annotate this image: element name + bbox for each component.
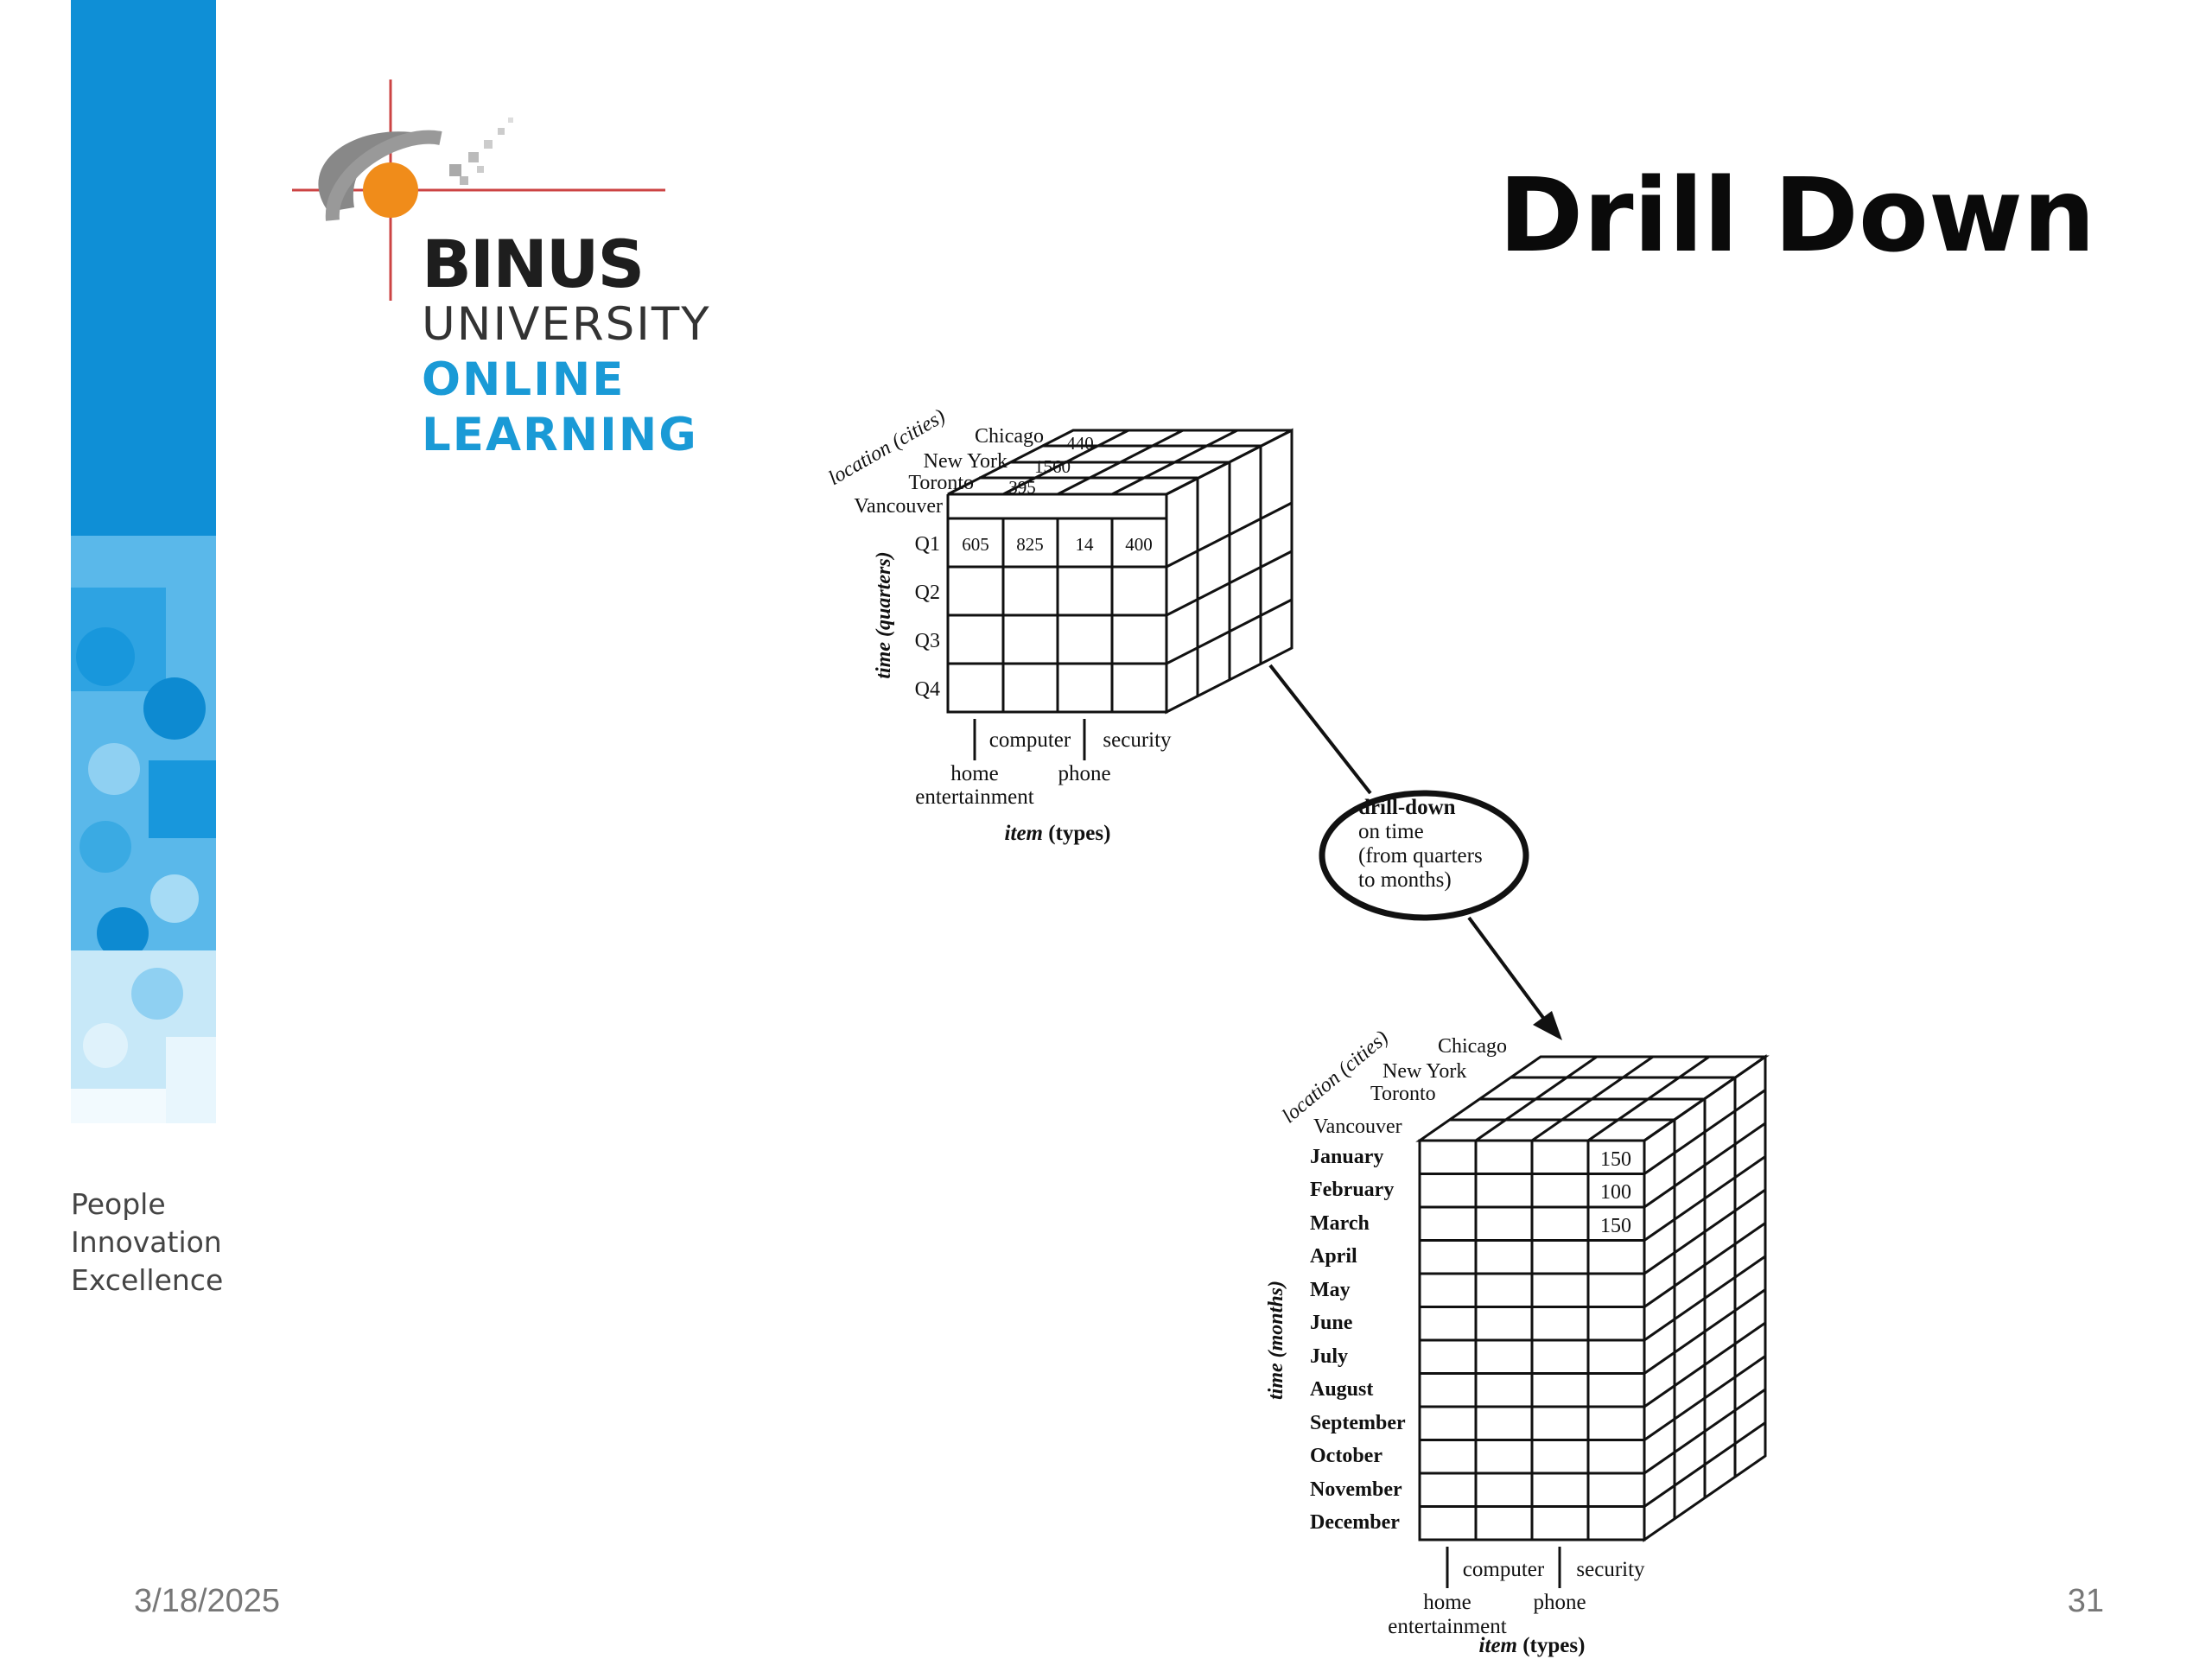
top-item-axis-em: item	[1005, 822, 1043, 845]
bottom-row-label: December	[1310, 1511, 1400, 1534]
bottom-item-label: security	[1576, 1558, 1645, 1581]
bottom-item-axis-em: item	[1479, 1634, 1517, 1657]
page-number: 31	[2067, 1583, 2104, 1619]
top-row-label: Q3	[915, 630, 940, 652]
bottom-item-label: entertainment	[1388, 1615, 1506, 1638]
bottom-right-row-line	[1643, 1388, 1766, 1475]
bottom-row-label: July	[1310, 1345, 1348, 1368]
bottom-row-label: June	[1310, 1312, 1353, 1334]
top-item-label: entertainment	[915, 785, 1033, 809]
bottom-cell-value: 150	[1600, 1148, 1631, 1171]
tagline-line: Excellence	[71, 1263, 224, 1297]
tagline-line: Innovation	[71, 1225, 222, 1259]
bottom-right-row-line	[1643, 1089, 1766, 1175]
bottom-item-axis-rest: (types)	[1517, 1634, 1585, 1657]
top-row-label: Q4	[915, 678, 940, 701]
top-city-label: Toronto	[908, 472, 974, 494]
bottom-location-axis-label: location (cities)	[1278, 1027, 1393, 1128]
top-item-axis-rest: (types)	[1043, 822, 1110, 845]
side-decoration-band	[71, 0, 216, 1123]
logo-line-online: ONLINE	[422, 353, 626, 406]
bottom-cube-right-face	[1643, 1054, 1767, 1542]
bottom-right-row-line	[1643, 1155, 1766, 1242]
tagline-line: People	[71, 1187, 166, 1221]
bottom-row-label: May	[1310, 1279, 1351, 1301]
bottom-city-label: Chicago	[1438, 1035, 1507, 1058]
bottom-cell-value: 150	[1600, 1215, 1631, 1237]
top-q1-value: 605	[962, 534, 989, 555]
bottom-city-label: New York	[1382, 1060, 1466, 1083]
top-q1-value: 14	[1076, 534, 1095, 555]
binus-logo-mark	[292, 79, 665, 301]
operation-line: to months)	[1358, 868, 1452, 892]
top-item-label: computer	[989, 728, 1071, 752]
top-item-label: phone	[1058, 762, 1110, 785]
bottom-cell-value: 100	[1600, 1181, 1631, 1204]
bottom-row-label: March	[1310, 1212, 1370, 1235]
bottom-right-row-line	[1643, 1355, 1766, 1441]
bottom-right-row-line	[1643, 1421, 1766, 1508]
bottom-row-label: January	[1310, 1146, 1383, 1168]
top-time-axis-label: time (quarters)	[873, 551, 895, 678]
top-q1-value: 825	[1016, 534, 1044, 555]
bottom-item-label: phone	[1533, 1591, 1586, 1614]
top-row-label: Q2	[915, 582, 940, 604]
bottom-cube-top-face	[1415, 1055, 1770, 1142]
top-back-value: 440	[1066, 433, 1094, 454]
top-back-value: 395	[1008, 477, 1036, 498]
bottom-row-label: April	[1310, 1245, 1357, 1268]
operation-line: on time	[1358, 820, 1424, 843]
bottom-item-label: computer	[1463, 1558, 1545, 1581]
top-city-label: New York	[924, 450, 1007, 473]
top-cube-right-face	[1165, 428, 1294, 715]
bottom-time-axis-label: time (months)	[1265, 1281, 1287, 1400]
tagline: People Innovation Excellence	[71, 1185, 223, 1300]
bottom-right-row-line	[1643, 1321, 1766, 1408]
arrow-line	[1467, 916, 1550, 1027]
bottom-item-label: home	[1423, 1591, 1471, 1614]
logo-line-binus: BINUS	[422, 226, 645, 302]
top-cube-top-face	[947, 429, 1293, 496]
bottom-city-label: Vancouver	[1313, 1116, 1402, 1138]
operation-name: drill-down	[1358, 796, 1456, 819]
top-cube-front-face	[946, 494, 1168, 714]
bottom-row-label: September	[1310, 1412, 1406, 1434]
bottom-right-row-line	[1643, 1288, 1766, 1375]
top-back-value: 1560	[1034, 456, 1071, 477]
top-item-label: home	[950, 762, 999, 785]
slide-title: Drill Down	[1498, 156, 2095, 275]
bottom-row-label: October	[1310, 1445, 1382, 1467]
bottom-right-row-line	[1643, 1122, 1766, 1209]
operation-line: (from quarters	[1358, 844, 1483, 868]
drill-down-operation-ellipse	[1319, 790, 1529, 921]
top-row-label: Q1	[915, 533, 940, 556]
logo-line-learning: LEARNING	[422, 409, 698, 461]
bottom-row-label: November	[1310, 1478, 1402, 1501]
top-q1-value: 400	[1125, 534, 1153, 555]
bottom-row-label: August	[1310, 1378, 1373, 1401]
bottom-right-row-line	[1643, 1222, 1766, 1308]
arrow-head-icon	[1533, 1011, 1562, 1040]
bottom-row-labels: January February March April May June Ju…	[1310, 1146, 1406, 1534]
logo-line-university: UNIVERSITY	[422, 298, 711, 351]
bottom-right-row-line	[1643, 1188, 1766, 1275]
top-item-label: security	[1103, 728, 1172, 752]
footer-date: 3/18/2025	[134, 1583, 281, 1619]
bottom-right-row-line	[1643, 1255, 1766, 1342]
bottom-row-label: February	[1310, 1179, 1394, 1201]
connector-line	[1268, 664, 1372, 795]
top-item-axis-label: item (types)	[1005, 822, 1111, 845]
top-city-label: Vancouver	[854, 495, 943, 518]
top-cube	[946, 428, 1294, 760]
bottom-item-axis-label: item (types)	[1479, 1634, 1586, 1657]
top-city-label: Chicago	[975, 425, 1044, 448]
bottom-cube	[1415, 1054, 1770, 1588]
bottom-city-label: Toronto	[1370, 1083, 1436, 1105]
binus-logo-wordmark: BINUS UNIVERSITY ONLINE LEARNING	[422, 232, 711, 463]
